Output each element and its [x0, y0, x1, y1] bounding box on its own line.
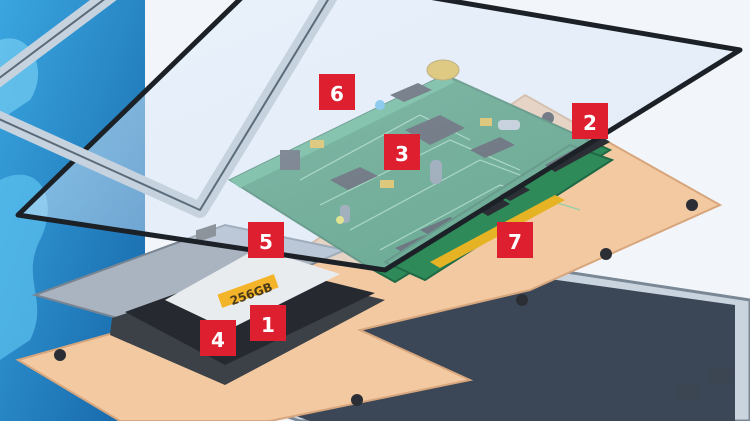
callout-marker [497, 222, 533, 258]
ssd-capacity-badge [217, 274, 279, 308]
callout-marker [572, 103, 608, 139]
chip [478, 198, 510, 216]
top-frame-outline [0, 0, 329, 211]
loose-screw [675, 382, 701, 402]
callout-4: 4 [200, 320, 236, 356]
mounting-screw [54, 349, 66, 361]
loose-screws [675, 366, 733, 402]
callout-7: 7 [497, 222, 533, 258]
mounting-screw [351, 394, 363, 406]
callout-marker [200, 320, 236, 356]
callout-1: 1 [250, 305, 286, 341]
callout-6: 6 [319, 74, 355, 110]
callout-number: 5 [259, 230, 273, 254]
callout-2: 2 [572, 103, 608, 139]
callout-3: 3 [384, 134, 420, 170]
callout-marker [248, 222, 284, 258]
mounting-screw [686, 199, 698, 211]
callout-number: 7 [508, 230, 522, 254]
callout-marker [250, 305, 286, 341]
callout-marker [384, 134, 420, 170]
callout-number: 1 [261, 313, 275, 337]
blue-wave-decoration [0, 174, 48, 360]
board-cutout [400, 285, 700, 370]
callout-5: 5 [248, 222, 284, 258]
mounting-screw [600, 248, 612, 260]
mounting-screw [516, 294, 528, 306]
callout-number: 4 [211, 328, 225, 352]
callout-marker [319, 74, 355, 110]
callout-number: 3 [395, 142, 409, 166]
callout-number: 2 [583, 111, 597, 135]
callout-number: 6 [330, 82, 344, 106]
loose-screw [707, 366, 733, 386]
